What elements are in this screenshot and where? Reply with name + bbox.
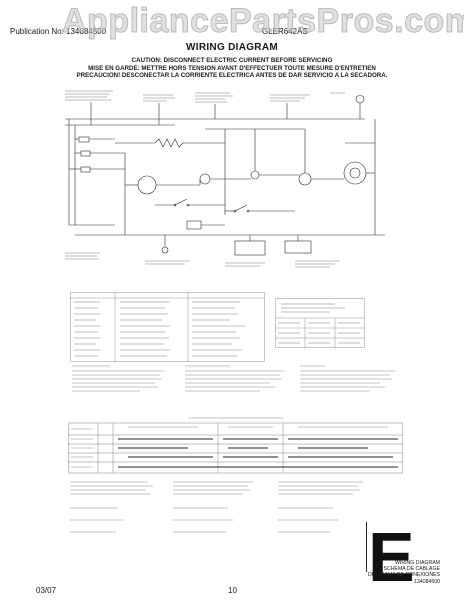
caution-block: CAUTION: DISCONNECT ELECTRIC CURRENT BEF…: [0, 57, 464, 80]
model-number: GLER642AS: [262, 27, 308, 36]
notes-block: [72, 365, 395, 392]
symbol-legend-table: [70, 292, 265, 362]
page-title: WIRING DIAGRAM: [186, 42, 278, 53]
watermark-text: AppliancePartsPros.com: [61, 2, 464, 41]
revision-letter: E: [368, 518, 415, 596]
diagram-signature: WIRING DIAGRAM SCHEMA DE CABLAGE DIAGRAM…: [368, 560, 440, 585]
revision-divider: [366, 522, 367, 572]
signature-line-2: SCHEMA DE CABLAGE: [383, 566, 440, 573]
component-resistance-table: [275, 298, 365, 348]
signature-line-3: DIAGRAMA DE CONEXIONES: [367, 572, 440, 579]
publication-number: Publication No: 134084500: [10, 27, 107, 36]
caution-spanish: PRECAUCION! DESCONECTAR LA CORRIENTE ELE…: [76, 72, 388, 79]
signature-line-1: WIRING DIAGRAM: [395, 560, 440, 566]
wiring-schematic: [65, 90, 385, 268]
footer-date: 03/07: [36, 586, 57, 595]
footer-page-number: 10: [228, 586, 237, 595]
timer-sequence-chart: [68, 417, 403, 474]
cycle-notes-block: [70, 481, 363, 533]
caution-english: CAUTION: DISCONNECT ELECTRIC CURRENT BEF…: [131, 57, 333, 64]
caution-french: MISE EN GARDE: METTRE HORS TENSION AVANT…: [88, 64, 376, 72]
signature-part-number: 134084500: [414, 578, 440, 585]
